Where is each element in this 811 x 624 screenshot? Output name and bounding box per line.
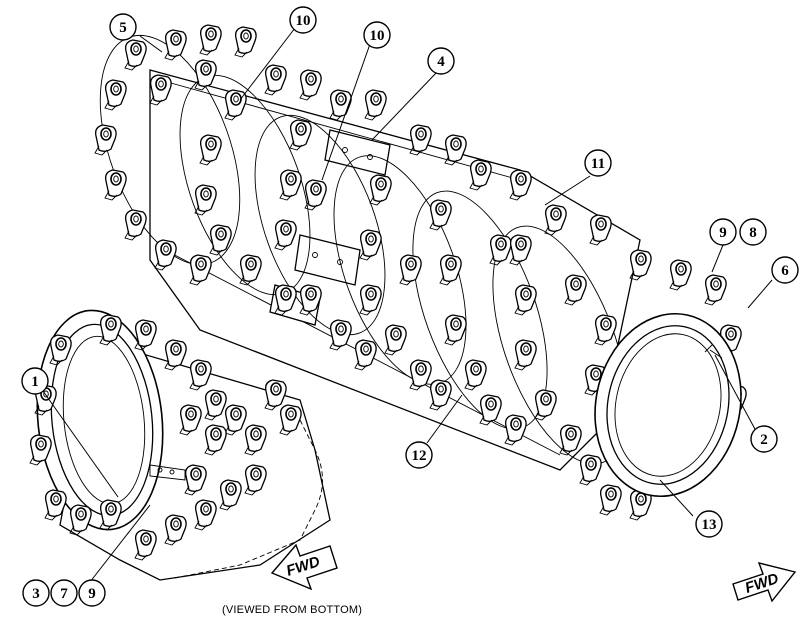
callout-label: 5 <box>119 20 127 36</box>
callout-4: 4 <box>427 47 455 75</box>
callout-3: 3 <box>22 579 50 607</box>
fwd-arrow-left: FWD <box>270 543 338 591</box>
callout-label: 9 <box>719 225 727 241</box>
callout-9-right: 9 <box>709 218 737 246</box>
leader-lines <box>42 27 773 583</box>
callout-7: 7 <box>50 579 78 607</box>
callout-label: 11 <box>591 156 605 172</box>
callout-label: 7 <box>60 586 68 602</box>
callout-label: 12 <box>412 448 427 464</box>
main-rotor-assembly <box>94 24 747 521</box>
callout-1: 1 <box>21 367 49 395</box>
callout-8: 8 <box>739 218 767 246</box>
callout-label: 3 <box>32 586 40 602</box>
callout-11: 11 <box>584 149 612 177</box>
callout-label: 10 <box>370 28 385 44</box>
fwd-arrow-right: FWD <box>732 562 797 603</box>
callout-5: 5 <box>109 13 137 41</box>
callout-2: 2 <box>750 425 778 453</box>
end-ring-subassembly <box>29 309 331 581</box>
callout-10-top: 10 <box>289 6 317 34</box>
callout-9-left: 9 <box>78 579 106 607</box>
callout-label: 1 <box>31 374 39 390</box>
callout-10-mid: 10 <box>363 21 391 49</box>
callout-label: 13 <box>702 517 717 533</box>
callout-label: 8 <box>749 225 757 241</box>
callout-label: 9 <box>88 586 96 602</box>
callout-12: 12 <box>405 441 433 469</box>
view-caption: (VIEWED FROM BOTTOM) <box>222 604 363 616</box>
callout-13: 13 <box>695 510 723 538</box>
callout-label: 2 <box>760 432 768 448</box>
callout-label: 6 <box>781 263 789 279</box>
callout-6: 6 <box>771 256 799 284</box>
callout-label: 10 <box>296 13 311 29</box>
callout-label: 4 <box>437 54 445 70</box>
